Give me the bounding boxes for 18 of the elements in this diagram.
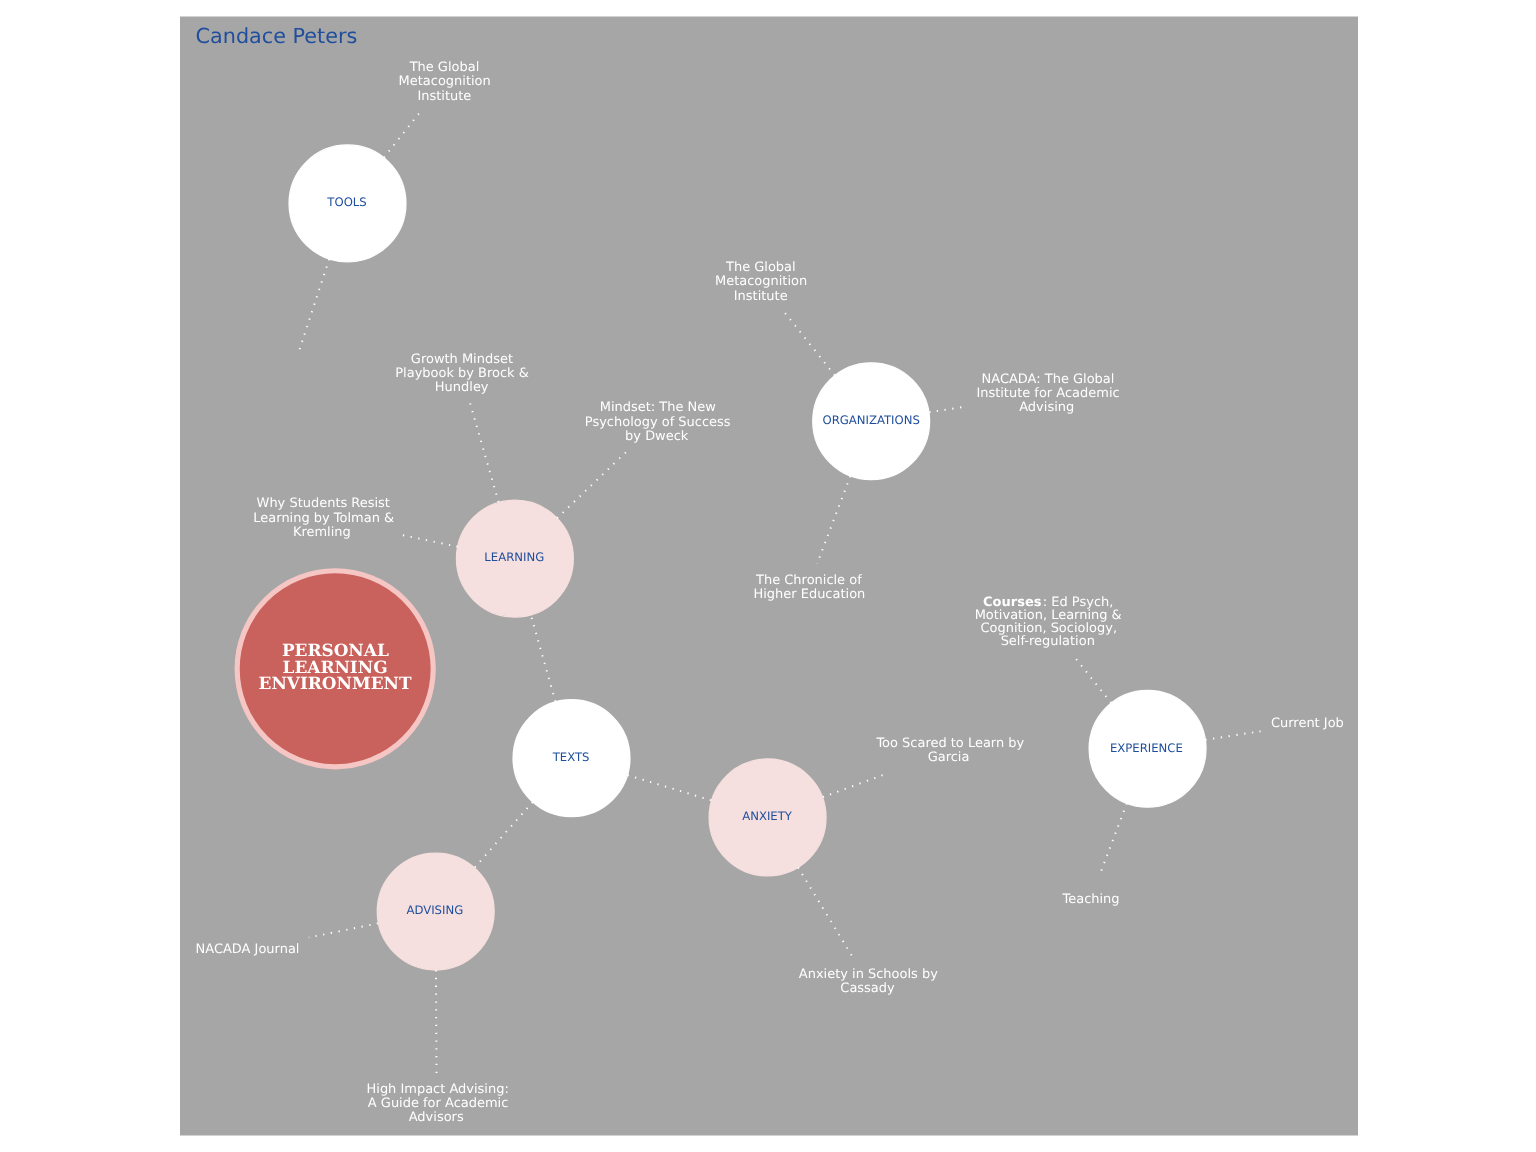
connector bbox=[555, 448, 629, 520]
connector bbox=[820, 773, 885, 799]
node-circle: PERSONAL LEARNING ENVIRONMENT bbox=[233, 568, 435, 770]
connector bbox=[927, 405, 966, 414]
connector bbox=[382, 107, 423, 159]
connector bbox=[796, 866, 854, 959]
connector bbox=[1097, 802, 1127, 877]
connector bbox=[399, 534, 458, 548]
connector bbox=[528, 614, 556, 703]
connector bbox=[779, 307, 835, 377]
diagram-title: Candace Peters bbox=[194, 25, 357, 50]
connector bbox=[472, 801, 533, 869]
connector bbox=[1203, 730, 1261, 741]
connector bbox=[625, 774, 712, 802]
connector bbox=[1070, 653, 1112, 704]
connector bbox=[297, 258, 330, 352]
connector bbox=[815, 475, 851, 565]
connector bbox=[467, 399, 499, 504]
